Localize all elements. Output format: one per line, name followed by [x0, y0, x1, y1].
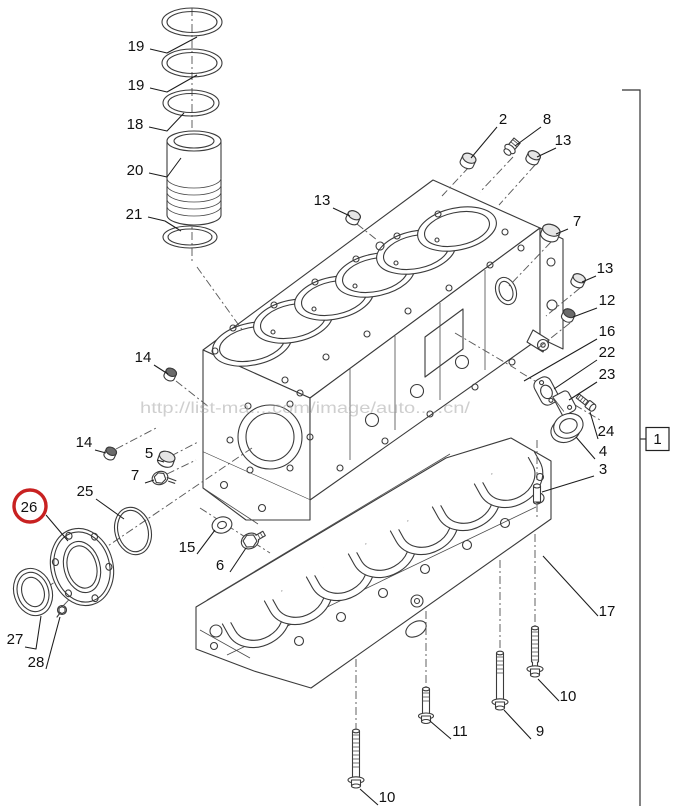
- bushing-4: [550, 412, 584, 444]
- callout-3: 3: [599, 461, 607, 478]
- callout-7-right: 7: [573, 213, 581, 230]
- bolt-28: [56, 604, 68, 618]
- liner-ring-stack: [161, 7, 223, 249]
- engine-block: [202, 179, 564, 525]
- callout-28: 28: [28, 654, 45, 671]
- plug-13-middle: [570, 273, 586, 289]
- plug-13-top-right: [525, 150, 541, 166]
- callout-13-middle: 13: [597, 260, 614, 277]
- o-ring-19-lower: [161, 48, 223, 78]
- callout-19-upper: 19: [128, 38, 145, 55]
- callout-labels: 19 19 18 20 21 2 8 13 13 7 13 12 16 22 2…: [7, 38, 616, 806]
- main-bearing-saddles: [221, 450, 544, 649]
- callout-5: 5: [145, 445, 153, 462]
- leader-lines: [24, 36, 599, 806]
- bolt-10-bottom: [347, 728, 365, 789]
- bolt-24: [575, 393, 597, 412]
- callout-18: 18: [127, 116, 144, 133]
- callout-22: 22: [599, 344, 616, 361]
- assembly-ref-label: 1: [653, 431, 661, 448]
- callout-6: 6: [216, 557, 224, 574]
- callout-20: 20: [127, 162, 144, 179]
- callout-21: 21: [126, 206, 143, 223]
- gasket-22: [533, 376, 559, 406]
- plug-14-upper: [163, 367, 178, 382]
- bedplate: [195, 437, 552, 689]
- callout-27: 27: [7, 631, 24, 648]
- callout-9: 9: [536, 723, 544, 740]
- callout-4: 4: [599, 443, 607, 460]
- deck-bolt-holes: [211, 210, 525, 397]
- callout-8: 8: [543, 111, 551, 128]
- seal-retainer-26: [49, 527, 115, 607]
- cylinder-liner-20: [166, 130, 222, 226]
- callout-14-upper: 14: [135, 349, 152, 366]
- bolt-7-left: [151, 470, 177, 486]
- callout-12: 12: [599, 292, 616, 309]
- callout-7-left: 7: [131, 467, 139, 484]
- cup-plug-7-right: [540, 223, 561, 243]
- callout-13-left: 13: [314, 192, 331, 209]
- bottom-bolts: [347, 625, 544, 789]
- callout-14-lower: 14: [76, 434, 93, 451]
- washer-15: [211, 516, 233, 534]
- cover-23: [552, 390, 577, 418]
- callout-24: 24: [598, 423, 615, 440]
- o-ring-21: [162, 225, 218, 249]
- front-seal-bore: [226, 400, 314, 474]
- callout-13-top-right: 13: [555, 132, 572, 149]
- callout-11: 11: [452, 723, 468, 740]
- callout-2: 2: [499, 111, 507, 128]
- bolt-10-right: [526, 625, 544, 678]
- callout-10-bottom: 10: [379, 789, 396, 806]
- highlight-circle-26: [12, 488, 48, 524]
- cup-plug-5: [157, 450, 176, 468]
- plug-12: [560, 308, 576, 323]
- callout-10-right: 10: [560, 688, 577, 705]
- o-ring-19-upper: [161, 7, 223, 37]
- assembly-ref-box: [645, 426, 670, 452]
- o-ring-25: [113, 506, 153, 556]
- o-ring-18: [162, 89, 220, 117]
- dowel-pin-3: [532, 483, 542, 505]
- plug-bolt-6: [240, 530, 266, 550]
- callout-19-lower: 19: [128, 77, 145, 94]
- callout-25: 25: [77, 483, 94, 500]
- callout-26: 26: [21, 499, 38, 516]
- callout-15: 15: [179, 539, 196, 556]
- watermark: http://list-ma....com/image/auto.....cn/: [140, 400, 471, 417]
- seal-27: [12, 567, 54, 617]
- plug-13-left: [345, 210, 361, 226]
- small-parts: [12, 137, 597, 618]
- plug-8: [503, 137, 521, 156]
- assembly-bracket: 1: [622, 89, 670, 806]
- rear-end-details: [494, 257, 558, 353]
- callout-23: 23: [599, 366, 616, 383]
- callout-16: 16: [599, 323, 616, 340]
- bolt-9: [491, 650, 509, 711]
- side-face-details: [336, 270, 516, 472]
- plug-14-lower: [103, 446, 118, 461]
- callout-17: 17: [599, 603, 616, 620]
- bolt-11: [417, 686, 435, 725]
